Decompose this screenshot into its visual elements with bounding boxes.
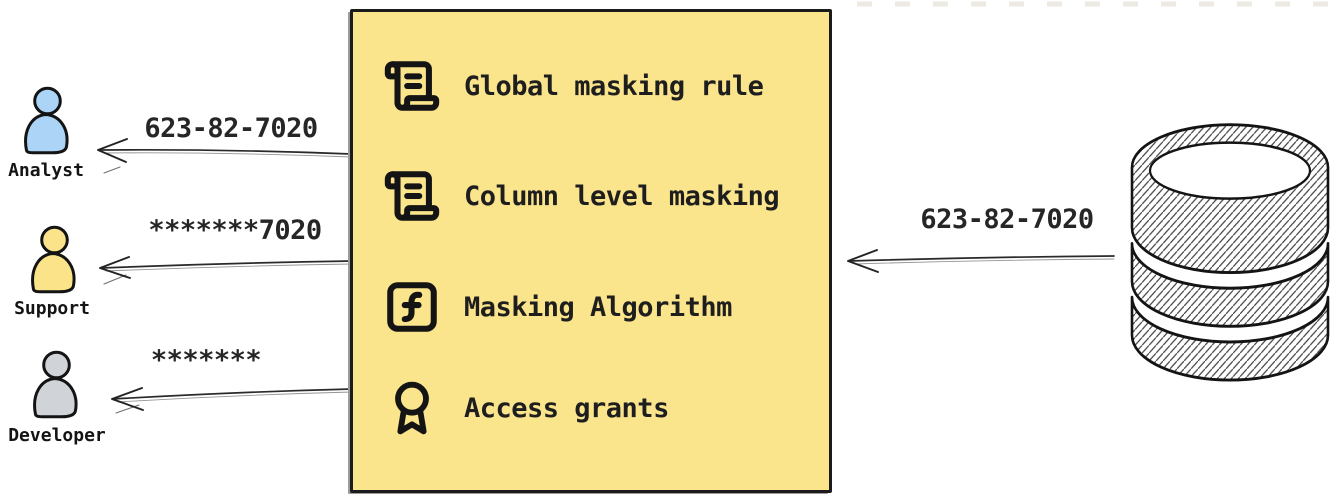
masking-rule-row: Access grants	[383, 378, 669, 438]
arrow-box-to-developer	[111, 387, 353, 414]
masking-rule-label: Column level masking	[464, 180, 780, 212]
masking-rules-panel: Global masking rule Column level masking…	[350, 9, 832, 493]
arrow-box-to-analyst	[97, 138, 352, 174]
masking-rule-row: Global masking rule	[383, 56, 764, 116]
developer-icon	[33, 350, 78, 419]
award-icon	[383, 379, 441, 437]
scroll-text-icon	[383, 57, 441, 115]
masking-rule-label: Global masking rule	[464, 70, 764, 102]
support-icon	[31, 225, 76, 294]
masking-rule-row: Column level masking	[383, 166, 780, 226]
support-label: Support	[14, 298, 90, 319]
analyst-icon	[24, 86, 69, 155]
masking-rule-label: Access grants	[464, 392, 669, 424]
database-top-opening	[1148, 141, 1312, 200]
arrow-database-to-box	[847, 249, 1115, 273]
database-icon	[1130, 123, 1330, 382]
masking-rule-row: Masking Algorithm	[383, 277, 732, 337]
arrow-box-to-support	[99, 256, 353, 285]
analyst-label: Analyst	[8, 160, 84, 181]
database-flow-value: 623-82-7020	[920, 204, 1094, 235]
analyst-flow-value: 623-82-7020	[144, 113, 318, 144]
function-square-icon	[383, 278, 441, 336]
support-flow-value: *******7020	[148, 215, 322, 246]
scroll-text-icon	[383, 167, 441, 225]
developer-label: Developer	[8, 425, 106, 446]
developer-flow-value: *******	[150, 345, 262, 376]
masking-rule-label: Masking Algorithm	[464, 291, 732, 323]
